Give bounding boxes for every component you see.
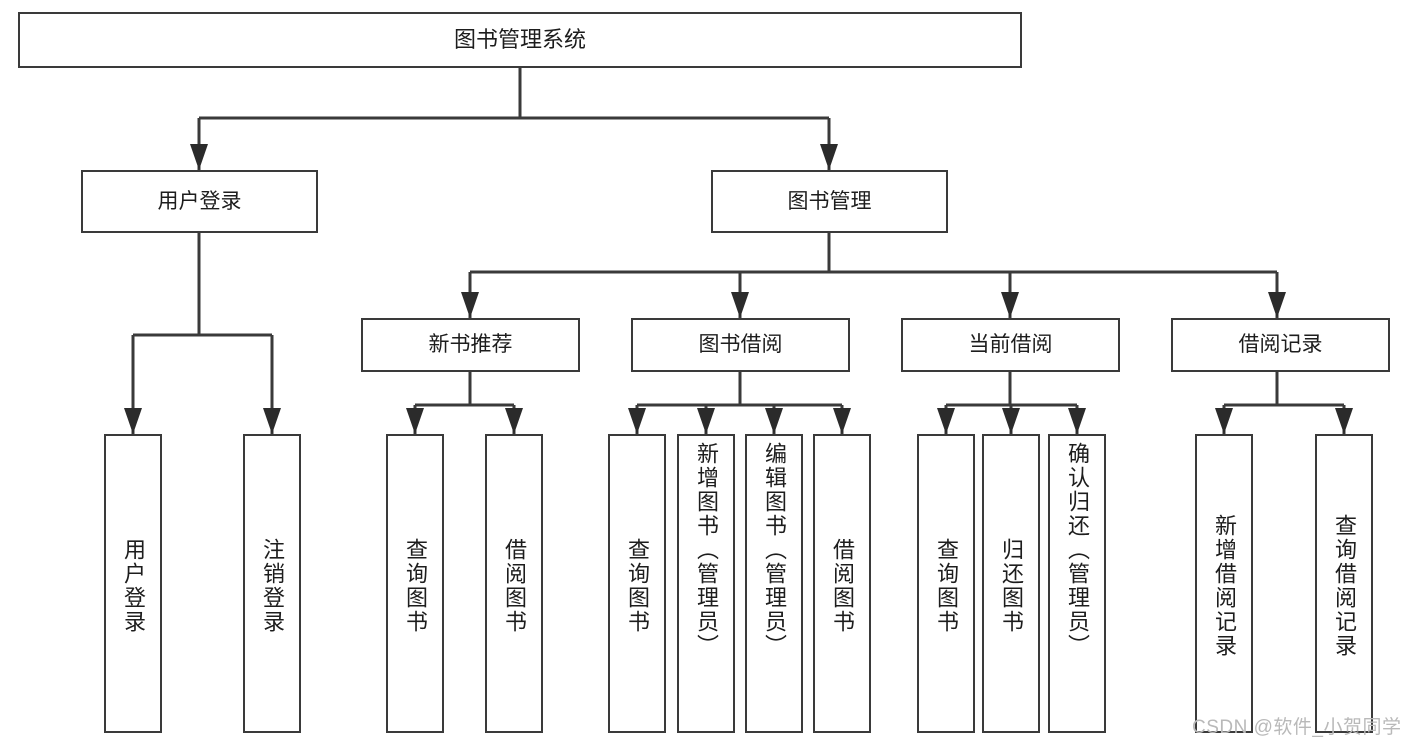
node-label: 查询图书: [625, 537, 650, 634]
node-label: 查询图书: [934, 537, 959, 634]
node-label: 借阅记录: [1238, 333, 1323, 357]
node-label: 确认归还（管理员）: [1065, 442, 1090, 658]
node-leaf-bw-query: 查询图书: [608, 434, 666, 733]
node-label: 用户登录: [157, 189, 242, 213]
node-label: 归还图书: [999, 537, 1024, 634]
node-leaf-nb-borrow: 借阅图书: [485, 434, 543, 733]
node-leaf-user-login: 用户登录: [104, 434, 162, 733]
node-root: 图书管理系统: [18, 12, 1022, 68]
node-label: 当前借阅: [968, 333, 1053, 357]
node-label: 新增图书（管理员）: [694, 442, 719, 658]
node-label: 新书推荐: [428, 333, 513, 357]
node-label: 借阅图书: [830, 537, 855, 634]
node-bookmgr: 图书管理: [711, 170, 948, 233]
connector-root-to-level1: [190, 68, 838, 170]
node-label: 借阅图书: [502, 537, 527, 634]
connector-login-to-leaves: [124, 233, 281, 434]
node-label: 用户登录: [121, 537, 146, 634]
node-label: 图书管理系统: [453, 26, 586, 52]
connector-current-to-leaves: [937, 372, 1086, 434]
node-leaf-bw-add: 新增图书（管理员）: [677, 434, 735, 733]
node-leaf-cur-confirm: 确认归还（管理员）: [1048, 434, 1106, 733]
node-borrow: 图书借阅: [631, 318, 850, 372]
node-records: 借阅记录: [1171, 318, 1390, 372]
connector-bookmgr-to-level2: [461, 233, 1286, 318]
node-login: 用户登录: [81, 170, 318, 233]
node-label: 图书借阅: [698, 333, 783, 357]
connector-records-to-leaves: [1215, 372, 1353, 434]
node-label: 查询借阅记录: [1332, 513, 1357, 658]
node-label: 图书管理: [787, 189, 872, 213]
node-leaf-cur-return: 归还图书: [982, 434, 1040, 733]
node-leaf-bw-edit: 编辑图书（管理员）: [745, 434, 803, 733]
node-leaf-nb-query: 查询图书: [386, 434, 444, 733]
node-label: 新增借阅记录: [1212, 513, 1237, 658]
node-leaf-bw-borrow: 借阅图书: [813, 434, 871, 733]
node-leaf-cur-query: 查询图书: [917, 434, 975, 733]
node-label: 查询图书: [403, 537, 428, 634]
node-current: 当前借阅: [901, 318, 1120, 372]
node-leaf-rec-add: 新增借阅记录: [1195, 434, 1253, 733]
node-newbook: 新书推荐: [361, 318, 580, 372]
node-leaf-rec-query: 查询借阅记录: [1315, 434, 1373, 733]
connector-borrow-to-leaves: [628, 372, 851, 434]
node-label: 注销登录: [260, 537, 285, 634]
node-leaf-user-logout: 注销登录: [243, 434, 301, 733]
node-label: 编辑图书（管理员）: [762, 442, 787, 658]
connector-newbook-to-leaves: [406, 372, 523, 434]
